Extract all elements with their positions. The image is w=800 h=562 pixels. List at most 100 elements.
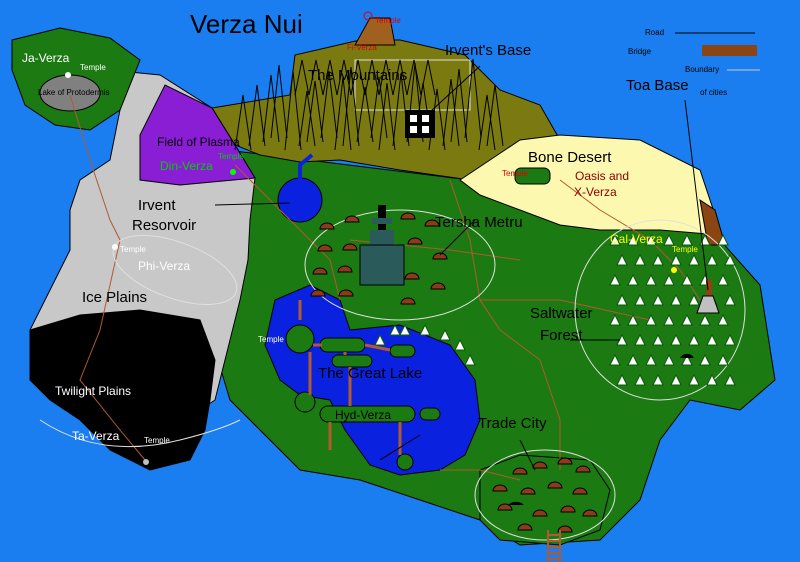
label-temple-cal: Temple	[672, 245, 698, 254]
tree	[616, 293, 628, 306]
forest-cave	[680, 353, 694, 358]
label-saltwater-1: Saltwater	[530, 305, 593, 322]
label-temple-lake: Temple	[258, 335, 284, 344]
lake-bridges	[298, 300, 402, 455]
tree	[681, 353, 693, 366]
label-oasis-2: X-Verza	[574, 185, 617, 199]
lake-island-1	[285, 324, 315, 354]
huts	[310, 212, 598, 533]
legend-road-label: Road	[645, 28, 664, 37]
tree	[670, 333, 682, 346]
tree	[724, 253, 736, 266]
label-toa-base: Toa Base	[626, 77, 689, 94]
label-mountains: The Mountains	[308, 67, 407, 84]
mountain-peak	[442, 78, 460, 147]
mountain-peak	[478, 94, 496, 151]
lake-island-6	[419, 407, 441, 421]
tree	[609, 233, 621, 246]
ja-temple-dot	[65, 72, 71, 78]
hut	[492, 484, 508, 492]
hut	[400, 212, 416, 220]
mountain-peak	[308, 59, 324, 96]
tree	[724, 293, 736, 306]
tree	[634, 373, 646, 386]
mountain-peak	[364, 59, 380, 96]
leader-lines	[214, 65, 709, 471]
twilight-plains-region	[29, 309, 216, 471]
hut	[317, 244, 333, 252]
mountain-peak	[356, 86, 374, 143]
legend-boundary-label-2: of cities	[700, 88, 727, 97]
hut	[572, 487, 588, 495]
mountain-peak	[298, 90, 316, 147]
tree	[717, 353, 729, 366]
hut	[424, 219, 440, 227]
mountain-peak	[334, 76, 352, 151]
label-lake-of-protodermis: Lake of Protodermis	[38, 88, 110, 97]
din-temple-dot	[230, 169, 236, 175]
toa-base-tower	[696, 280, 720, 314]
tree	[717, 313, 729, 326]
tree	[670, 373, 682, 386]
trees	[374, 233, 736, 386]
cal-temple-dot	[671, 267, 677, 273]
tree	[634, 253, 646, 266]
tree	[670, 253, 682, 266]
tree	[706, 333, 718, 346]
hut	[400, 297, 416, 305]
great-lake	[264, 284, 481, 476]
irvent-reservoir	[277, 177, 323, 223]
ta-temple-dot	[143, 459, 149, 465]
label-great-lake: The Great Lake	[318, 365, 422, 382]
tree	[627, 353, 639, 366]
tree	[688, 293, 700, 306]
mountain-peak	[294, 59, 310, 96]
tree	[681, 233, 693, 246]
field-of-plasma-region	[139, 84, 256, 186]
tree	[699, 353, 711, 366]
mountain-peak	[450, 68, 468, 143]
tree	[464, 353, 476, 366]
tree	[399, 323, 411, 336]
south-island	[479, 454, 611, 546]
lake-island-8	[396, 453, 414, 471]
label-irvent-reservoir-2: Resorvoir	[132, 217, 196, 234]
tree	[419, 323, 431, 336]
hut	[520, 487, 536, 495]
hut	[337, 265, 353, 273]
mountain-peaks	[234, 58, 504, 151]
hut	[342, 243, 358, 251]
mountain-peak	[378, 82, 396, 151]
map-title: Verza Nui	[190, 9, 303, 39]
tree	[688, 373, 700, 386]
mountain-peak	[378, 59, 394, 96]
hyd-verza-island	[319, 405, 416, 423]
tree	[699, 313, 711, 326]
tree	[609, 353, 621, 366]
hut	[557, 457, 573, 465]
mountain-peak	[284, 70, 302, 151]
tree	[688, 253, 700, 266]
legend-bridge-swatch	[702, 45, 757, 56]
label-temple-phi: Temple	[120, 245, 146, 254]
tree	[681, 313, 693, 326]
label-saltwater-2: Forest	[540, 327, 583, 344]
mountain-peak	[234, 94, 252, 151]
tree	[706, 253, 718, 266]
tree	[652, 293, 664, 306]
mountain-peak	[306, 80, 324, 143]
tree	[439, 328, 451, 341]
tree	[645, 233, 657, 246]
tree	[454, 338, 466, 351]
tree	[663, 273, 675, 286]
legend: Road Bridge Boundary of cities	[628, 28, 760, 97]
trade-cave	[508, 501, 524, 505]
hut	[319, 222, 335, 230]
tree	[670, 293, 682, 306]
tree	[652, 373, 664, 386]
hut	[582, 509, 598, 517]
tree	[627, 273, 639, 286]
mountain-peak	[406, 59, 422, 96]
tree	[706, 373, 718, 386]
lake-island-7	[294, 391, 316, 413]
